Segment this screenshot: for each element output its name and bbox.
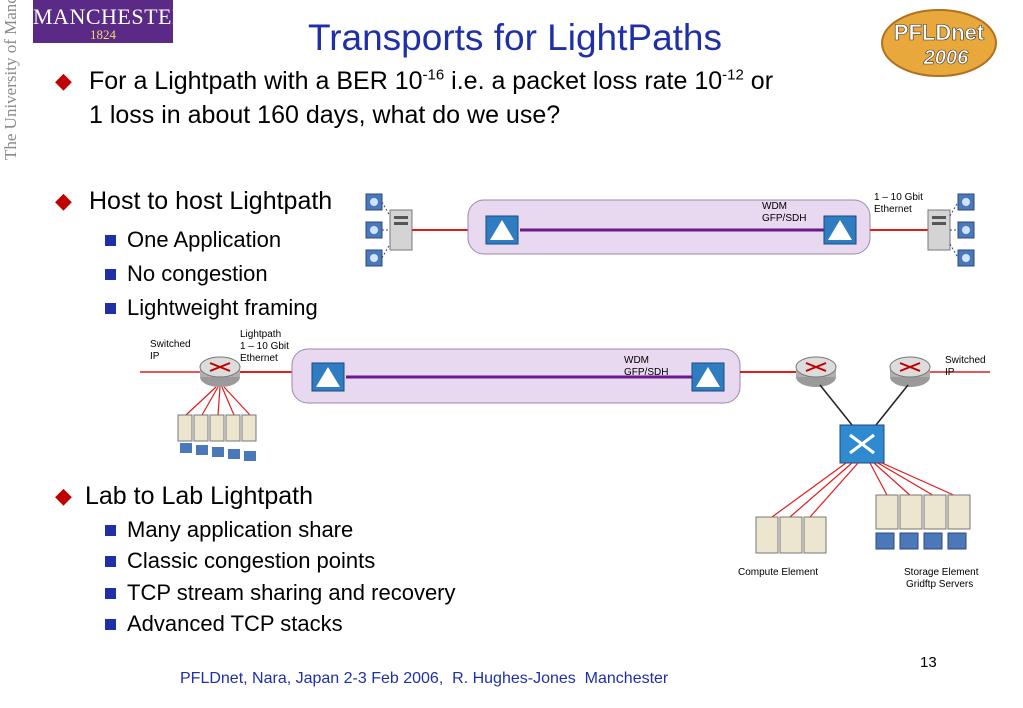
bullet-lightpath-ber: ◆ For a Lightpath with a BER 10-16 i.e. … xyxy=(55,66,955,136)
gfp-sdh-label: GFP/SDH xyxy=(762,213,806,224)
square-bullet-icon xyxy=(105,525,116,536)
square-bullet-icon xyxy=(105,619,116,630)
server-icon xyxy=(927,209,951,251)
page-number: 13 xyxy=(920,654,937,671)
storage-element-label: Storage Element xyxy=(904,567,979,578)
network-card-icon xyxy=(365,249,383,267)
bullet-lab-to-lab: ◆ Lab to Lab Lightpath xyxy=(55,481,395,513)
badge-line2: 2006 xyxy=(923,47,969,69)
square-bullet-icon xyxy=(105,588,116,599)
logo-year: 1824 xyxy=(90,27,116,42)
compute-element-label: Compute Element xyxy=(738,567,818,578)
diamond-bullet-icon: ◆ xyxy=(55,68,72,93)
storage-element-icon xyxy=(875,494,971,550)
wdm-label: WDM xyxy=(762,201,787,212)
bullet-text-line1: For a Lightpath with a BER 10-16 i.e. a … xyxy=(89,66,774,95)
lab-to-lab-diagram: Switched IP Lightpath 1 – 10 Gbit Ethern… xyxy=(140,329,990,590)
network-card-icon xyxy=(957,193,975,211)
ethernet-switch-icon xyxy=(839,424,885,464)
logo-name: MANCHESTER xyxy=(33,4,188,29)
gfp-sdh-label: GFP/SDH xyxy=(624,367,668,378)
university-logo: MANCHESTER 1824 xyxy=(33,0,188,43)
diamond-bullet-icon: ◆ xyxy=(55,188,72,213)
footer-text: PFLDnet, Nara, Japan 2-3 Feb 2006, R. Hu… xyxy=(180,670,669,687)
lightpath-speed-label: 1 – 10 Gbit xyxy=(240,341,289,352)
network-card-icon xyxy=(957,249,975,267)
ip-label-left: IP xyxy=(150,351,160,362)
square-bullet-icon xyxy=(105,269,116,280)
square-bullet-icon xyxy=(105,303,116,314)
ethernet-speed-label: 1 – 10 Gbit xyxy=(874,192,923,203)
optical-switch-icon xyxy=(691,362,725,392)
switched-ip-label-right: Switched xyxy=(945,355,986,366)
bullet-text-line2: 1 loss in about 160 days, what do we use… xyxy=(89,101,561,129)
gridftp-servers-label: Gridftp Servers xyxy=(906,579,973,590)
wdm-tube xyxy=(467,199,871,255)
lightpath-ethernet-label: Ethernet xyxy=(240,353,278,364)
square-bullet-icon xyxy=(105,556,116,567)
compute-element-icon xyxy=(755,516,827,554)
wdm-label: WDM xyxy=(624,355,649,366)
ip-label-right: IP xyxy=(945,367,955,378)
slide-title: Transports for LightPaths xyxy=(307,17,723,58)
badge-line1: PFLDnet xyxy=(894,20,985,45)
network-card-icon xyxy=(957,221,975,239)
ethernet-label: Ethernet xyxy=(874,204,912,215)
square-bullet-icon xyxy=(105,235,116,246)
server-icon xyxy=(389,209,413,251)
bullet-text: Host to host Lightpath xyxy=(89,187,333,215)
optical-switch-icon xyxy=(485,215,519,245)
network-card-icon xyxy=(365,221,383,239)
bullet-host-to-host: ◆ Host to host Lightpath xyxy=(55,186,395,218)
lightpath-label: Lightpath xyxy=(240,329,281,340)
university-vertical-text: The University of Manchester xyxy=(1,0,20,160)
bullet-text: Lab to Lab Lightpath xyxy=(85,482,313,510)
host-to-host-diagram: WDM GFP/SDH 1 – 10 Gbit Ethernet xyxy=(365,192,975,267)
router-icon xyxy=(199,356,241,387)
optical-switch-icon xyxy=(311,362,345,392)
network-card-icon xyxy=(365,193,383,211)
server-cluster-icon xyxy=(177,414,257,461)
pfldnet-badge: PFLDnet 2006 xyxy=(881,9,997,77)
router-icon xyxy=(889,356,931,387)
diamond-bullet-icon: ◆ xyxy=(55,483,72,508)
router-icon xyxy=(795,356,837,387)
switched-ip-label-left: Switched xyxy=(150,339,191,350)
optical-switch-icon xyxy=(823,215,857,245)
